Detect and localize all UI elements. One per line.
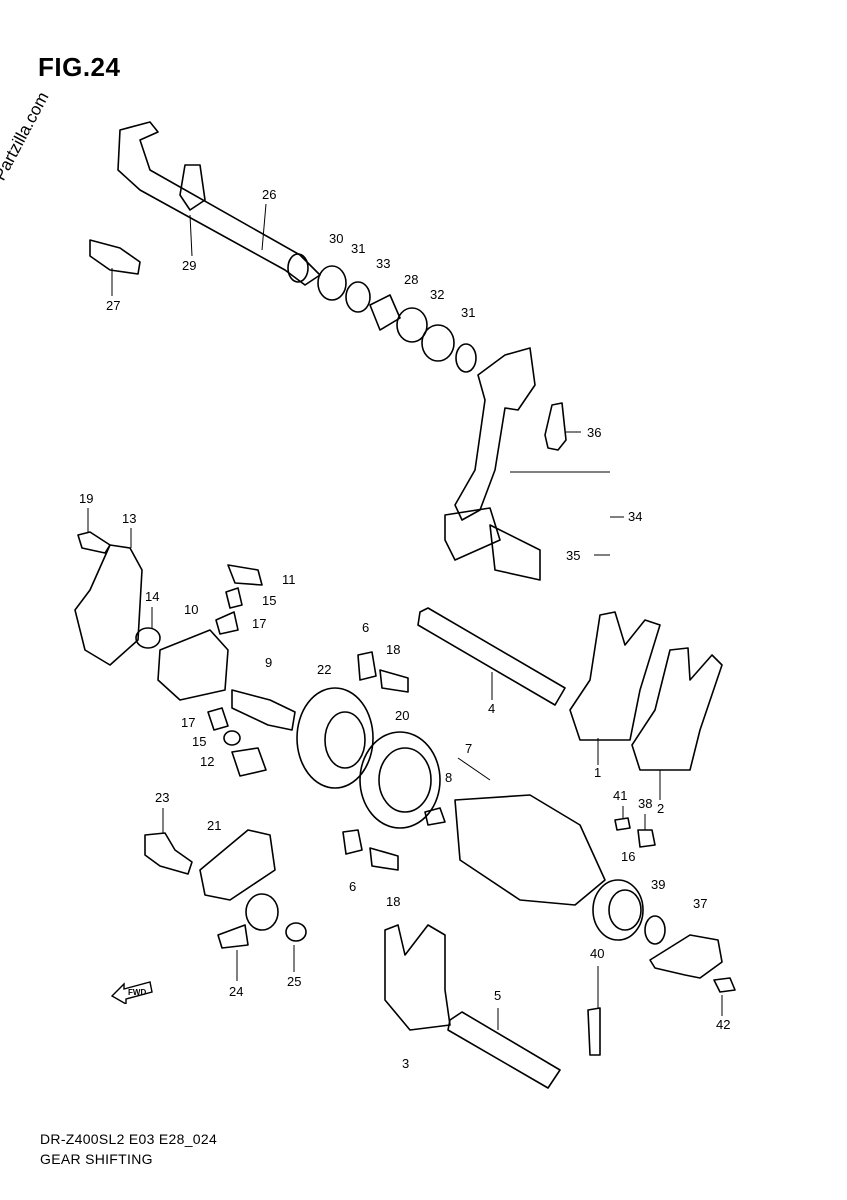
- callout-18b: 18: [386, 894, 400, 909]
- callout-31b: 31: [461, 305, 475, 320]
- callout-36: 36: [587, 425, 601, 440]
- bearing-20: [359, 731, 441, 829]
- shaft-5: [447, 1011, 561, 1089]
- screw-18-lower: [369, 847, 399, 871]
- switch-37-bolt-42: [649, 934, 736, 993]
- callout-30: 30: [329, 231, 343, 246]
- bearing-16: [592, 879, 644, 941]
- screw-18-upper: [379, 669, 409, 693]
- diagram-caption: GEAR SHIFTING: [40, 1151, 153, 1167]
- bolt-23: [144, 832, 193, 875]
- o-ring-39: [644, 915, 666, 945]
- callout-15a: 15: [262, 593, 276, 608]
- pin-40: [587, 1007, 601, 1056]
- model-code: DR-Z400SL2 E03 E28_024: [40, 1131, 218, 1147]
- leader-lines: [87, 203, 723, 1030]
- callout-35: 35: [566, 548, 580, 563]
- shaft-4: [417, 607, 566, 706]
- callout-8: 8: [445, 770, 452, 785]
- callout-18a: 18: [386, 642, 400, 657]
- callout-19: 19: [79, 491, 93, 506]
- washer-25: [285, 922, 307, 942]
- pin-38: [637, 829, 656, 848]
- callout-27: 27: [106, 298, 120, 313]
- forward-arrow-icon: FWD: [110, 978, 154, 1009]
- callout-6b: 6: [349, 879, 356, 894]
- callout-25: 25: [287, 974, 301, 989]
- figure-title: FIG.24: [38, 52, 121, 82]
- callout-14: 14: [145, 589, 159, 604]
- callout-39: 39: [651, 877, 665, 892]
- stopper-plate-13: [74, 544, 143, 666]
- callout-38: 38: [638, 796, 652, 811]
- callout-6a: 6: [362, 620, 369, 635]
- shift-arm-21: [199, 829, 276, 901]
- callout-31a: 31: [351, 241, 365, 256]
- callout-12: 12: [200, 754, 214, 769]
- fork-1: [569, 611, 661, 741]
- callout-33: 33: [376, 256, 390, 271]
- callout-22: 22: [317, 662, 331, 677]
- plate-6-upper: [357, 651, 377, 681]
- callout-41: 41: [613, 788, 627, 803]
- callout-labels: 1 2 3 4 5 6 6 7 8 9 10 11 12 13 14 15 15…: [79, 187, 730, 1071]
- pawl-11-spring-15-17: [207, 564, 267, 777]
- cam-22: [296, 687, 374, 789]
- stopper-10: [157, 629, 229, 701]
- washer-14: [135, 627, 161, 649]
- callout-13: 13: [122, 511, 136, 526]
- bolt-36: [544, 402, 567, 451]
- callout-32: 32: [430, 287, 444, 302]
- callout-3: 3: [402, 1056, 409, 1071]
- pin-8: [424, 807, 446, 826]
- bolt-19: [77, 531, 111, 554]
- callout-4: 4: [488, 701, 495, 716]
- callout-15b: 15: [192, 734, 206, 749]
- callout-21: 21: [207, 818, 221, 833]
- pin-27: [89, 239, 141, 275]
- fork-3: [384, 924, 451, 1031]
- shift-shaft: [117, 121, 321, 286]
- callout-34: 34: [628, 509, 642, 524]
- callout-5: 5: [494, 988, 501, 1003]
- callout-17b: 17: [181, 715, 195, 730]
- callout-17a: 17: [252, 616, 266, 631]
- callout-23: 23: [155, 790, 169, 805]
- plate-6-lower: [342, 829, 363, 855]
- callout-42: 42: [716, 1017, 730, 1032]
- callout-40: 40: [590, 946, 604, 961]
- callout-2: 2: [657, 801, 664, 816]
- callout-26: 26: [262, 187, 276, 202]
- callout-20: 20: [395, 708, 409, 723]
- fwd-label: FWD: [128, 988, 146, 997]
- fork-2: [631, 647, 723, 771]
- shift-lever: [444, 347, 610, 581]
- callout-11: 11: [282, 572, 296, 587]
- spring-41: [614, 817, 631, 831]
- callout-37: 37: [693, 896, 707, 911]
- callout-10: 10: [184, 602, 198, 617]
- shift-drum-7: [454, 757, 606, 906]
- callout-24: 24: [229, 984, 243, 999]
- callout-9: 9: [265, 655, 272, 670]
- callout-1: 1: [594, 765, 601, 780]
- washers-30-33: [317, 265, 477, 373]
- spring-24: [217, 893, 279, 949]
- callout-16: 16: [621, 849, 635, 864]
- pin-9: [231, 689, 296, 731]
- callout-7: 7: [465, 741, 472, 756]
- callout-28: 28: [404, 272, 418, 287]
- callout-29: 29: [182, 258, 196, 273]
